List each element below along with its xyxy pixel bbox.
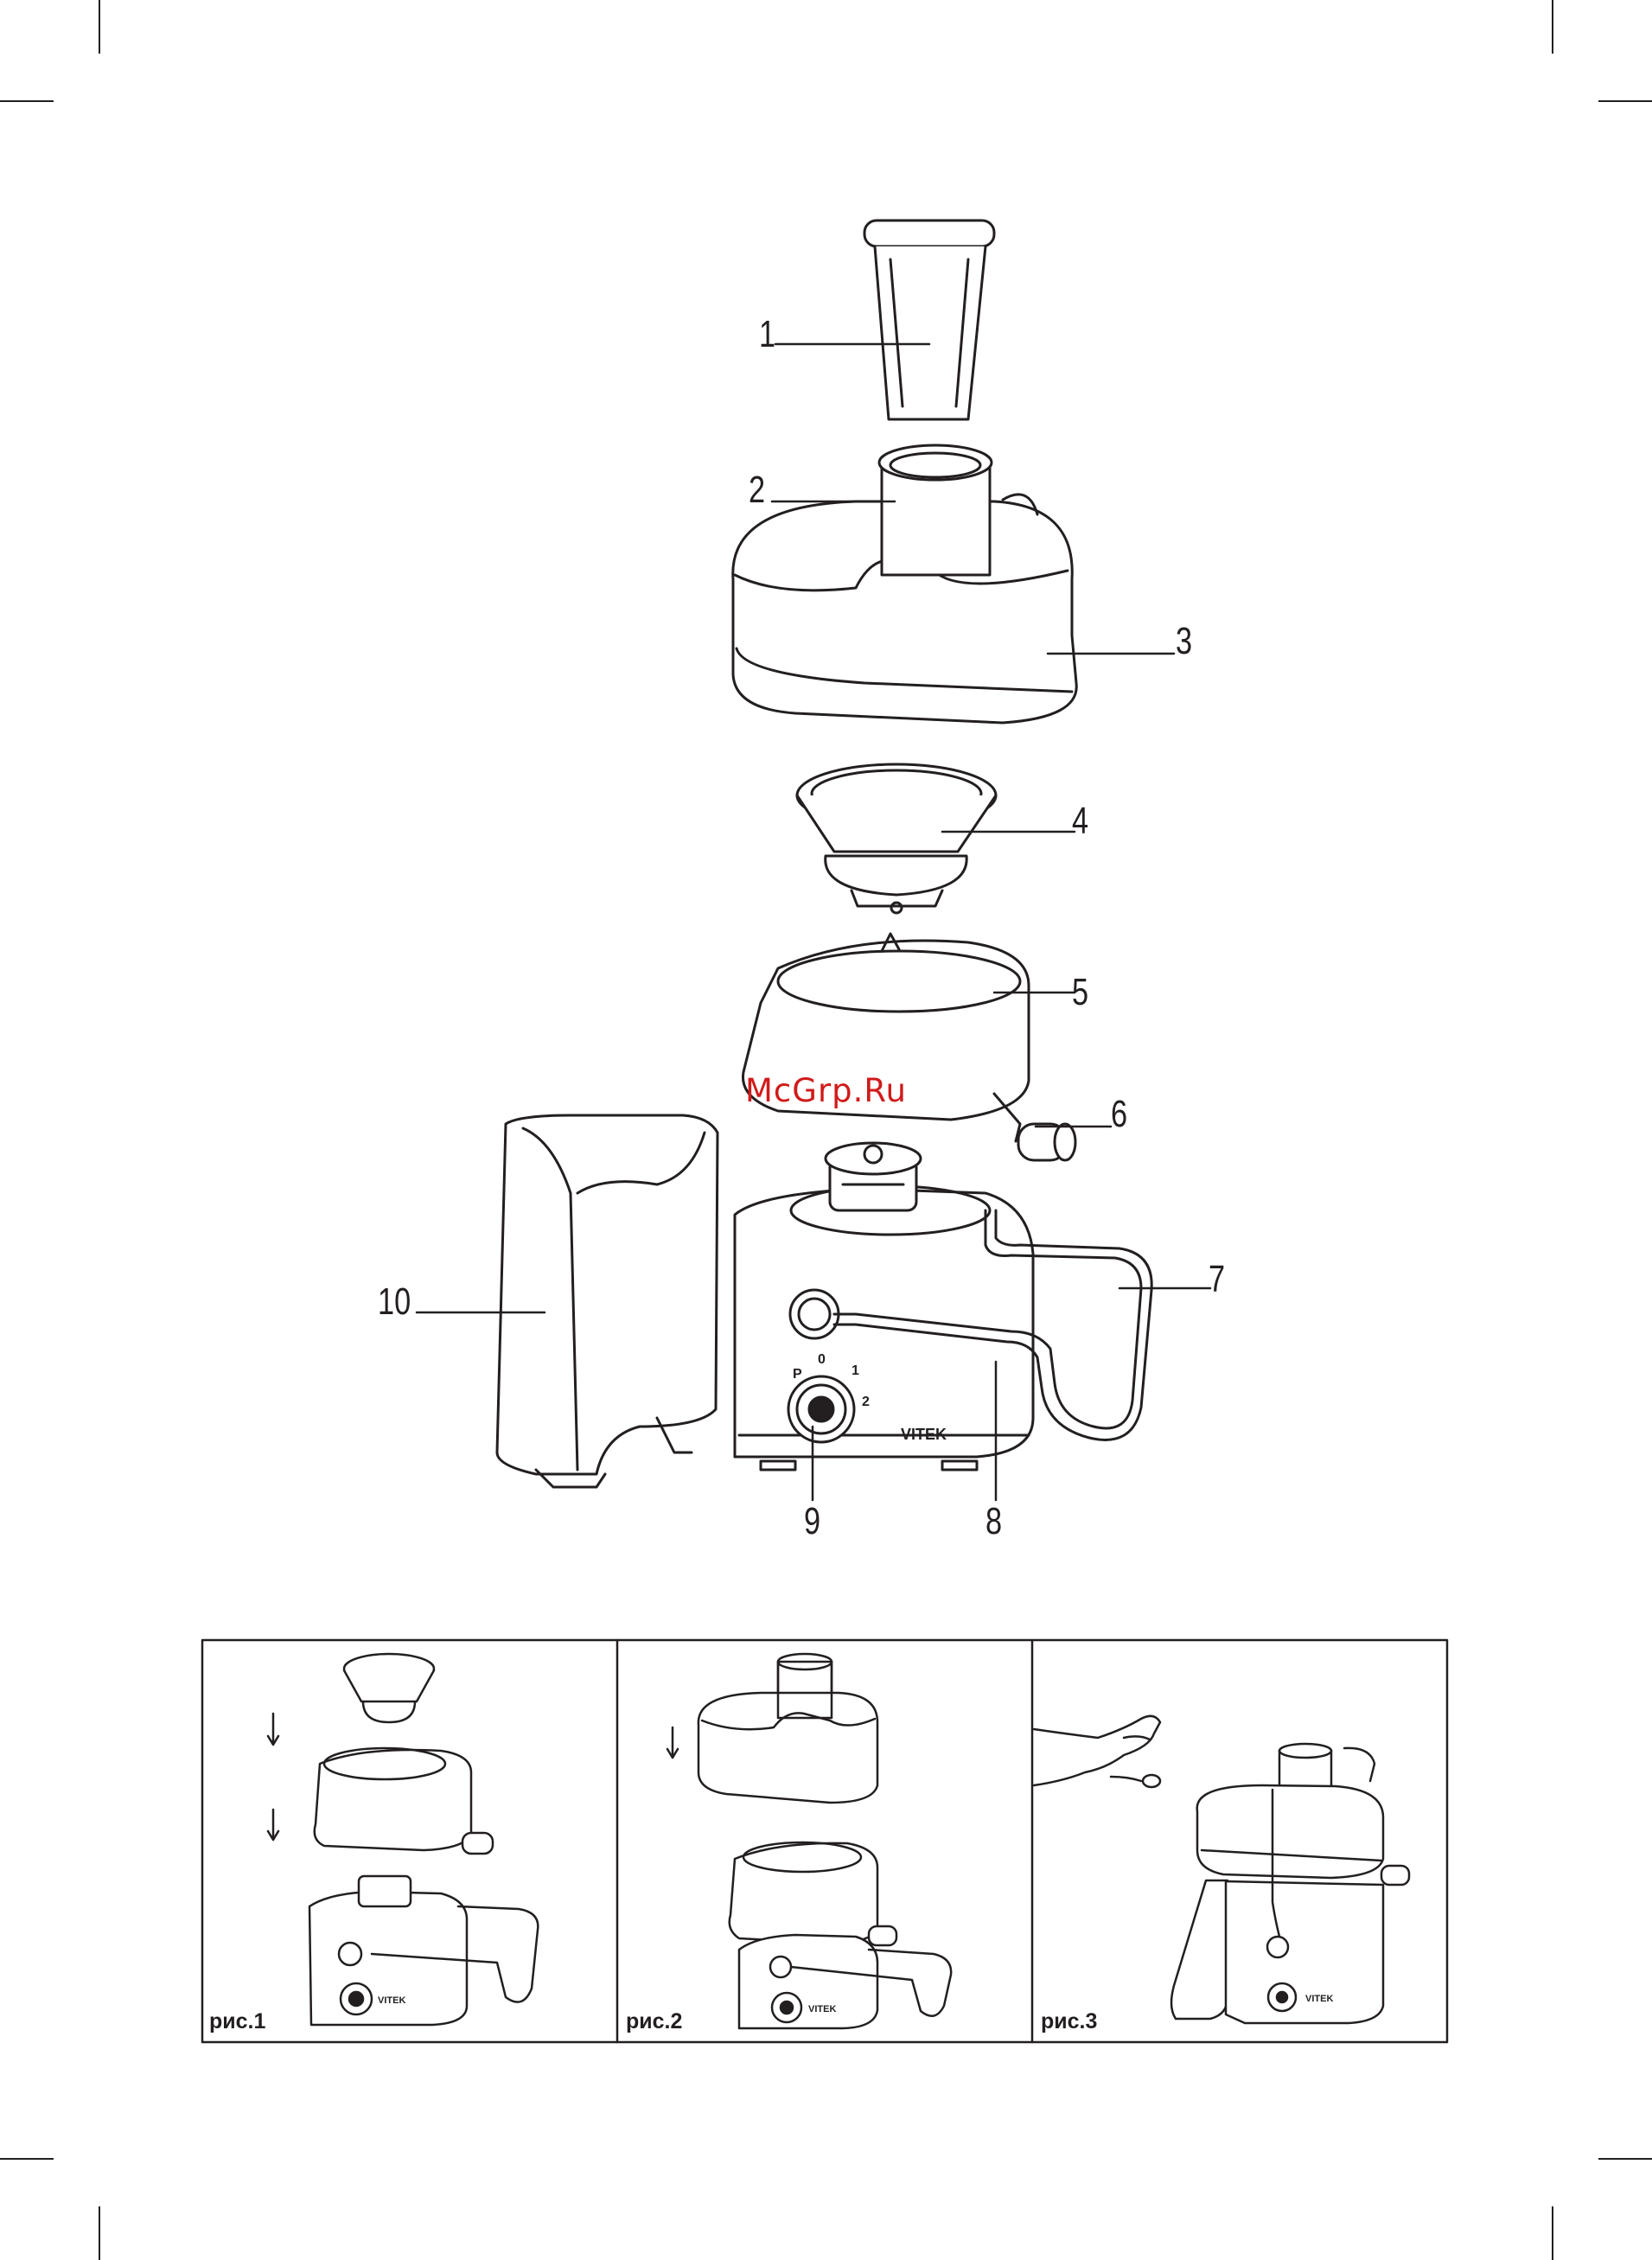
callout-10: 10 bbox=[378, 1283, 411, 1321]
figure-3-drawing bbox=[1034, 1716, 1409, 2023]
brand-logo: VITEK bbox=[808, 2004, 836, 2014]
part-motor-base bbox=[735, 1143, 1033, 1470]
callout-6: 6 bbox=[1111, 1095, 1127, 1133]
callout-7: 7 bbox=[1209, 1261, 1225, 1299]
dial-mark: 0 bbox=[818, 1352, 826, 1367]
part-filter-basket bbox=[797, 764, 996, 913]
exploded-diagram: P 0 1 2 VITEK bbox=[0, 0, 1652, 1582]
watermark: McGrp.Ru bbox=[745, 1072, 907, 1109]
part-pusher bbox=[864, 220, 994, 419]
figure-panels: VITEK VITEK VITEK bbox=[0, 1625, 1652, 2058]
figure-label-1: рис.1 bbox=[209, 2009, 265, 2034]
figure-label-3: рис.3 bbox=[1041, 2009, 1097, 2034]
brand-logo: VITEK bbox=[378, 1995, 405, 2006]
callout-3: 3 bbox=[1176, 622, 1192, 661]
figure-2-drawing bbox=[667, 1654, 951, 2028]
callout-2: 2 bbox=[749, 471, 765, 509]
part-lid bbox=[733, 445, 1076, 723]
figure-1-drawing bbox=[268, 1654, 538, 2025]
dial-mark: P bbox=[793, 1367, 802, 1382]
part-pulp-container bbox=[497, 1115, 718, 1487]
brand-logo: VITEK bbox=[1305, 1994, 1333, 2004]
brand-logo: VITEK bbox=[901, 1426, 947, 1443]
callout-4: 4 bbox=[1072, 802, 1088, 840]
callout-9: 9 bbox=[804, 1503, 820, 1541]
callout-8: 8 bbox=[985, 1503, 1002, 1541]
dial-mark: 1 bbox=[852, 1363, 859, 1378]
figure-label-2: рис.2 bbox=[626, 2009, 682, 2034]
dial-mark: 2 bbox=[862, 1395, 870, 1409]
callout-5: 5 bbox=[1072, 974, 1088, 1012]
callout-1: 1 bbox=[759, 316, 775, 354]
part-juice-container bbox=[743, 934, 1076, 1160]
